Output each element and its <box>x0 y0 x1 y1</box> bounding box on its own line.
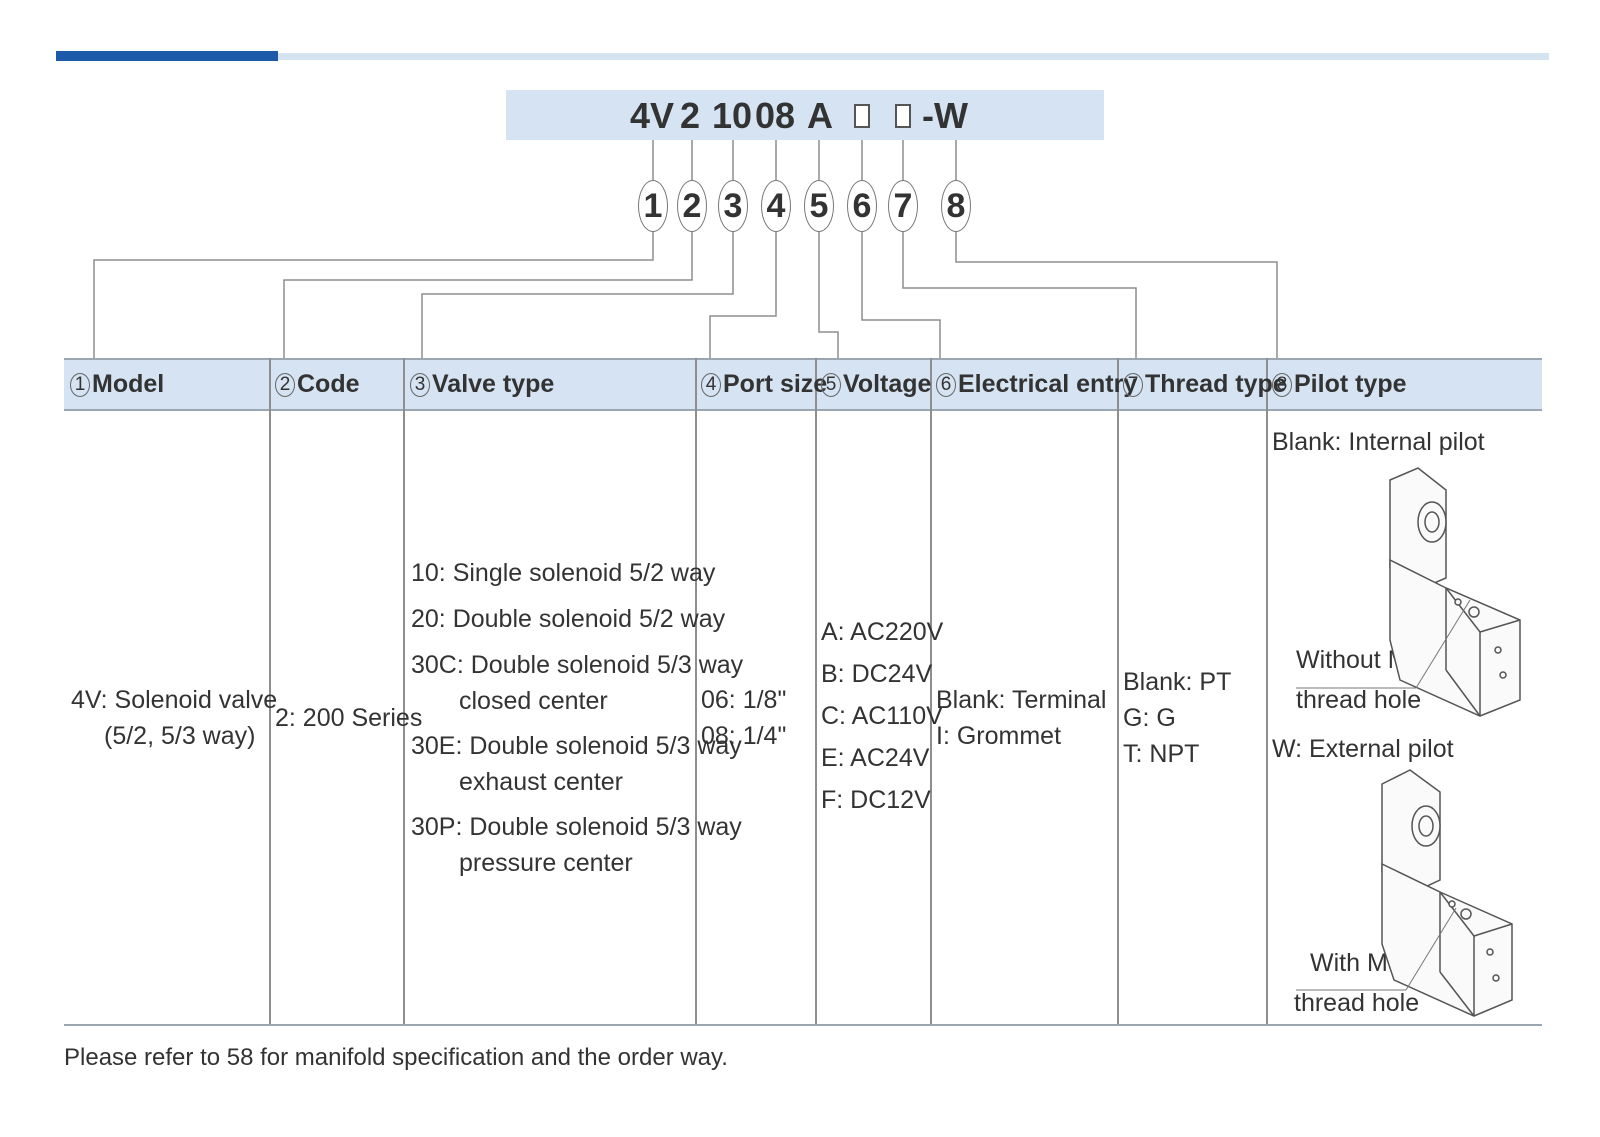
model-code-box <box>506 90 1104 140</box>
electrical-entry-option-blank: Blank: Terminal <box>936 686 1107 714</box>
valve-type-option-30e: 30E: Double solenoid 5/3 way <box>411 732 742 760</box>
column-divider <box>403 358 405 1026</box>
callout-6: 6 <box>847 180 877 232</box>
leader-1 <box>93 232 654 358</box>
model-option-detail: (5/2, 5/3 way) <box>104 722 256 750</box>
column-divider <box>1266 358 1268 1026</box>
electrical-entry-option-i: I: Grommet <box>936 722 1062 750</box>
leader-7 <box>902 232 1137 358</box>
column-divider <box>695 358 697 1026</box>
valve-type-option-30c-detail: closed center <box>459 687 608 715</box>
column-divider <box>930 358 932 1026</box>
column-divider <box>815 358 817 1026</box>
code-segment-code: 2 <box>679 95 701 136</box>
callout-7: 7 <box>888 180 918 232</box>
pilot-internal-caption-line2: thread hole <box>1296 686 1422 714</box>
callout-1: 1 <box>638 180 668 232</box>
voltage-option-f: F: DC12V <box>821 786 931 814</box>
code-segment-model: 4V <box>629 95 675 136</box>
pilot-type-option-external: W: External pilot <box>1272 735 1454 763</box>
model-option: 4V: Solenoid valve <box>71 686 278 714</box>
voltage-option-a: A: AC220V <box>821 618 944 646</box>
leader-4 <box>709 232 777 358</box>
thread-type-option-t: T: NPT <box>1123 740 1200 768</box>
code-placeholder-thread-type <box>895 104 911 128</box>
column-divider <box>1117 358 1119 1026</box>
table-bottom-rule <box>64 1024 1542 1026</box>
leader-2 <box>283 232 693 358</box>
valve-type-option-30p: 30P: Double solenoid 5/3 way <box>411 813 742 841</box>
thread-type-option-blank: Blank: PT <box>1123 668 1232 696</box>
leader-5 <box>818 232 839 358</box>
valve-type-option-20: 20: Double solenoid 5/2 way <box>411 605 726 633</box>
internal-pilot-leader <box>1415 599 1471 689</box>
port-size-option-06: 06: 1/8" <box>701 686 787 714</box>
voltage-option-c: C: AC110V <box>821 702 943 730</box>
callout-3: 3 <box>718 180 748 232</box>
header-rule <box>278 53 1549 60</box>
voltage-option-e: E: AC24V <box>821 744 930 772</box>
callout-4: 4 <box>761 180 791 232</box>
code-segment-valve-type: 10 <box>711 95 753 136</box>
external-pilot-leader <box>1405 907 1457 991</box>
thread-type-option-g: G: G <box>1123 704 1176 732</box>
code-segment-pilot-type: -W <box>922 95 968 136</box>
leader-3 <box>421 232 734 358</box>
valve-type-option-10: 10: Single solenoid 5/2 way <box>411 559 716 587</box>
callout-8: 8 <box>941 180 971 232</box>
internal-pilot-valve-illustration <box>1389 467 1521 717</box>
code-segment-voltage: A <box>807 95 833 136</box>
code-placeholder-electrical-entry <box>854 104 870 128</box>
column-divider <box>269 358 271 1026</box>
leader-8 <box>955 232 1278 358</box>
callout-2: 2 <box>677 180 707 232</box>
port-size-option-08: 08: 1/4" <box>701 722 787 750</box>
code-option: 2: 200 Series <box>275 704 423 732</box>
valve-type-option-30p-detail: pressure center <box>459 849 633 877</box>
external-pilot-valve-illustration <box>1381 769 1513 1017</box>
pilot-external-caption-line2: thread hole <box>1294 989 1420 1017</box>
header-accent-bar <box>56 51 278 61</box>
pilot-type-option-internal: Blank: Internal pilot <box>1272 428 1485 456</box>
leader-6 <box>861 232 941 358</box>
voltage-option-b: B: DC24V <box>821 660 933 688</box>
table-header <box>64 358 1542 411</box>
footer-note: Please refer to 58 for manifold specific… <box>64 1044 728 1071</box>
callout-5: 5 <box>804 180 834 232</box>
valve-type-option-30e-detail: exhaust center <box>459 768 623 796</box>
code-segment-port-size: 08 <box>754 95 796 136</box>
valve-type-option-30c: 30C: Double solenoid 5/3 way <box>411 651 744 679</box>
